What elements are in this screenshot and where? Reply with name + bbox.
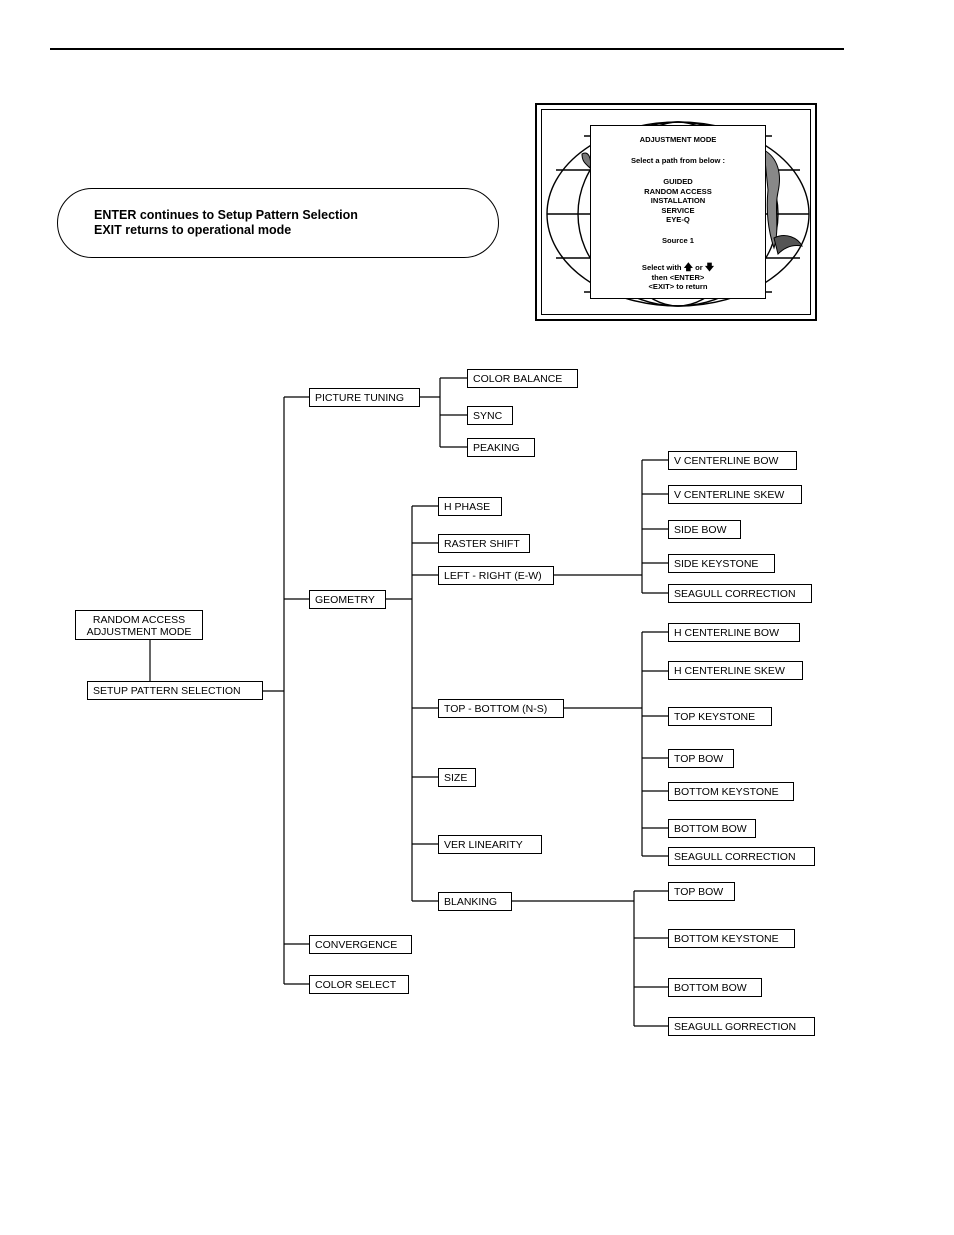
node-ver-linearity[interactable]: VER LINEARITY xyxy=(438,835,542,854)
node-bl-bottom-bow[interactable]: BOTTOM BOW xyxy=(668,978,762,997)
node-v-centerline-bow[interactable]: V CENTERLINE BOW xyxy=(668,451,797,470)
header-rule xyxy=(50,48,844,50)
menu-help-enter: then <ENTER> xyxy=(651,272,705,282)
node-size[interactable]: SIZE xyxy=(438,768,476,787)
node-raster-shift[interactable]: RASTER SHIFT xyxy=(438,534,530,553)
node-geometry[interactable]: GEOMETRY xyxy=(309,590,386,609)
menu-prompt: Select a path from below : xyxy=(630,156,726,165)
menu-source: Source 1 xyxy=(661,236,695,245)
node-v-centerline-skew[interactable]: V CENTERLINE SKEW xyxy=(668,485,802,504)
down-arrow-icon: 🡇 xyxy=(704,262,715,272)
node-side-keystone[interactable]: SIDE KEYSTONE xyxy=(668,554,775,573)
node-sync[interactable]: SYNC xyxy=(467,406,513,425)
node-h-phase[interactable]: H PHASE xyxy=(438,497,502,516)
node-left-right[interactable]: LEFT - RIGHT (E-W) xyxy=(438,566,554,585)
node-blanking[interactable]: BLANKING xyxy=(438,892,512,911)
node-color-select[interactable]: COLOR SELECT xyxy=(309,975,409,994)
adjustment-mode-menu: ADJUSTMENT MODE Select a path from below… xyxy=(590,125,766,299)
node-tb-top-keystone[interactable]: TOP KEYSTONE xyxy=(668,707,772,726)
node-side-bow[interactable]: SIDE BOW xyxy=(668,520,741,539)
osd-screen-inner: ADJUSTMENT MODE Select a path from below… xyxy=(541,109,811,315)
node-random-access-root: RANDOM ACCESS ADJUSTMENT MODE xyxy=(75,610,203,640)
instruction-exit: EXIT returns to operational mode xyxy=(94,223,292,237)
node-tb-bottom-bow[interactable]: BOTTOM BOW xyxy=(668,819,756,838)
node-bl-top-bow[interactable]: TOP BOW xyxy=(668,882,735,901)
help-or: or xyxy=(695,263,703,272)
menu-title: ADJUSTMENT MODE xyxy=(639,135,717,144)
node-convergence[interactable]: CONVERGENCE xyxy=(309,935,412,954)
node-peaking[interactable]: PEAKING xyxy=(467,438,535,457)
menu-help-select: Select with 🡅 or 🡇 xyxy=(591,262,765,273)
menu-option-eye-q[interactable]: EYE-Q xyxy=(666,215,690,224)
node-top-bottom[interactable]: TOP - BOTTOM (N-S) xyxy=(438,699,564,718)
up-arrow-icon: 🡅 xyxy=(683,262,693,272)
menu-option-random-access[interactable]: RANDOM ACCESS xyxy=(644,186,712,196)
help-select-with: Select with xyxy=(641,263,682,272)
node-lr-seagull-correction[interactable]: SEAGULL CORRECTION xyxy=(668,584,812,603)
node-setup-pattern-selection[interactable]: SETUP PATTERN SELECTION xyxy=(87,681,263,700)
node-h-centerline-skew[interactable]: H CENTERLINE SKEW xyxy=(668,661,803,680)
node-bl-seagull-correction[interactable]: SEAGULL GORRECTION xyxy=(668,1017,815,1036)
node-tb-bottom-keystone[interactable]: BOTTOM KEYSTONE xyxy=(668,782,794,801)
root-line2: ADJUSTMENT MODE xyxy=(86,626,192,638)
menu-option-installation[interactable]: INSTALLATION xyxy=(650,196,706,205)
node-tb-seagull-correction[interactable]: SEAGULL CORRECTION xyxy=(668,847,815,866)
menu-option-service[interactable]: SERVICE xyxy=(661,205,695,215)
node-h-centerline-bow[interactable]: H CENTERLINE BOW xyxy=(668,623,800,642)
instruction-callout: ENTER continues to Setup Pattern Selecti… xyxy=(57,188,499,258)
node-bl-bottom-keystone[interactable]: BOTTOM KEYSTONE xyxy=(668,929,795,948)
node-picture-tuning[interactable]: PICTURE TUNING xyxy=(309,388,420,407)
instruction-enter: ENTER continues to Setup Pattern Selecti… xyxy=(94,208,358,222)
menu-help-exit: <EXIT> to return xyxy=(648,282,708,291)
menu-option-guided[interactable]: GUIDED xyxy=(663,177,693,186)
node-tb-top-bow[interactable]: TOP BOW xyxy=(668,749,734,768)
root-line1: RANDOM ACCESS xyxy=(92,614,186,626)
node-color-balance[interactable]: COLOR BALANCE xyxy=(467,369,578,388)
osd-screen: ADJUSTMENT MODE Select a path from below… xyxy=(535,103,817,321)
